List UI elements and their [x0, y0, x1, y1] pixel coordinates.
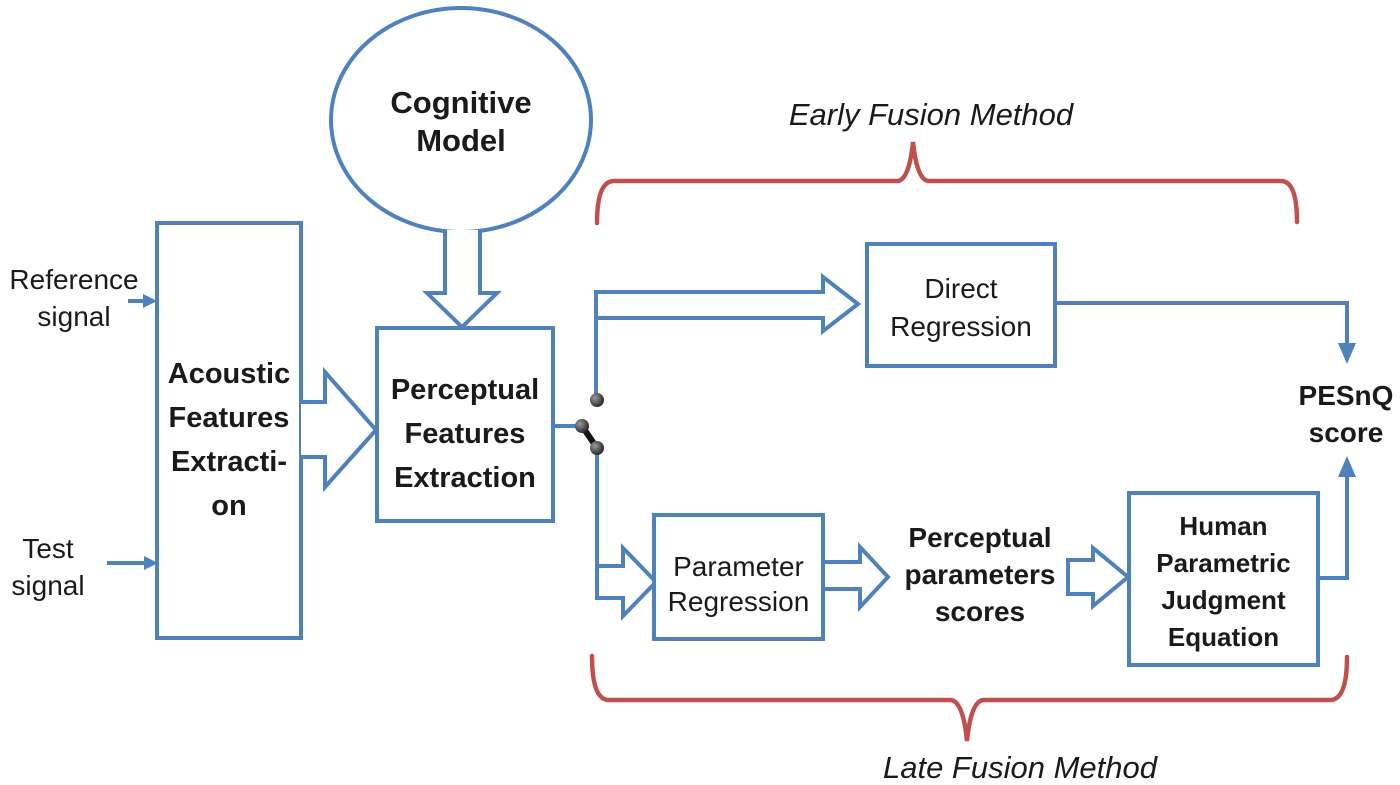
perceptual-features-box — [375, 326, 555, 523]
perceptual-parameters-scores-label: Perceptual parameters scores — [904, 521, 1056, 627]
early-fusion-method-annotation: Early Fusion Method — [788, 96, 1074, 132]
perceptual-features-label: Perceptual Features Extraction — [390, 374, 540, 494]
arrowheads — [143, 294, 1356, 570]
blue-shape-group — [107, 6, 1356, 667]
switch-contact-bottom-icon — [590, 441, 604, 455]
human-parametric-label: Human Parametric Judgment Equation — [1156, 511, 1291, 652]
acoustic-to-perceptual-arrow — [301, 366, 379, 493]
scores-to-human-arrow — [1066, 543, 1132, 611]
pesnq-down-arrowhead — [1338, 343, 1356, 364]
parameter-to-scores-arrow — [821, 541, 891, 613]
pesnq-up-arrowhead — [1338, 456, 1356, 477]
reference-arrowhead — [143, 294, 157, 308]
switch-contact-top-icon — [590, 393, 604, 407]
test-arrowhead — [144, 556, 158, 570]
parameter-regression-label: Parameter Regression — [667, 550, 810, 617]
acoustic-features-box — [155, 221, 303, 640]
cognitive-down-arrow — [422, 230, 502, 330]
fusion-path-switch — [575, 393, 604, 455]
reference-signal-label: Reference signal — [9, 264, 139, 332]
switch-to-direct-arrow — [594, 272, 862, 336]
early-fusion-brace — [594, 141, 1300, 226]
test-signal-label: Test signal — [11, 533, 85, 601]
switch-to-parameter-arrow — [595, 543, 659, 621]
late-fusion-method-annotation: Late Fusion Method — [882, 749, 1157, 785]
direct-regression-label: Direct Regression — [890, 273, 1032, 342]
late-fusion-brace — [589, 653, 1350, 742]
human-parametric-box — [1127, 491, 1320, 667]
brace-group — [589, 141, 1350, 742]
human-to-pesnq-line — [1318, 474, 1349, 580]
switch-pivot-icon — [575, 419, 589, 433]
acoustic-features-label: Acoustic Features Extracti- on — [167, 358, 291, 522]
parameter-regression-box — [652, 513, 825, 641]
direct-to-pesnq-line — [1055, 301, 1349, 346]
pesnq-score-label: PESnQ score — [1298, 380, 1394, 448]
cognitive-model-label: Cognitive Model — [390, 85, 532, 158]
